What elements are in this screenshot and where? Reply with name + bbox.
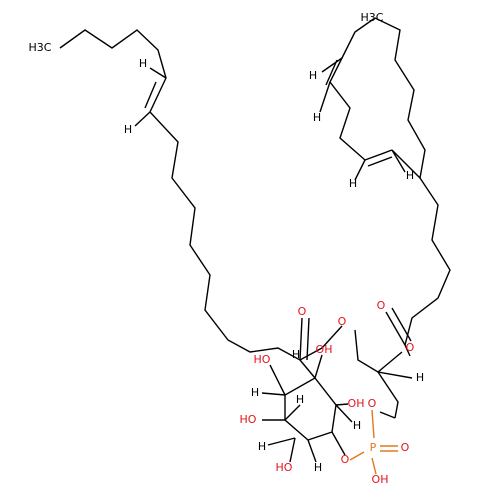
- ring-o-link: [331, 431, 346, 456]
- ring-h-2: [261, 392, 286, 396]
- right-double-bond-2: [367, 156, 393, 167]
- oh-ring-3: OH: [348, 397, 365, 410]
- ring-bonds: [284, 377, 337, 441]
- h-label-4: H: [313, 111, 321, 124]
- ho-ring-5: HO: [276, 461, 293, 474]
- right-upper-chain: [329, 17, 393, 161]
- ring-h-6: [307, 439, 317, 463]
- ring-h-1: [299, 359, 316, 379]
- h-glycerol: H: [416, 371, 424, 384]
- right-ester-bond: [404, 344, 411, 357]
- ring-h-3: [335, 404, 353, 423]
- ring-oh-2: [269, 364, 286, 396]
- right-carbonyl-bond: [385, 311, 406, 346]
- right-h-bond-3: [354, 159, 366, 181]
- o-ester-left: O: [338, 315, 347, 328]
- ho-ring-2: HO: [254, 353, 271, 366]
- ho-ring-4: HO: [240, 413, 257, 426]
- left-carbonyl-bond-2: [306, 317, 310, 361]
- inositol-ring: [261, 354, 353, 463]
- ring-oh-3: [335, 403, 349, 406]
- h-label-5: H: [349, 177, 357, 190]
- oh-phosphate: OH: [372, 473, 389, 486]
- glycerol-backbone: [354, 329, 413, 419]
- right-h-bond-4: [391, 149, 406, 173]
- p-label: P: [370, 441, 377, 454]
- left-acyl-chain: [59, 29, 343, 361]
- p-o-ester-upper: [371, 409, 375, 439]
- ring-oh-5: [289, 437, 296, 463]
- h-label-2: H: [124, 123, 132, 136]
- left-h-bond-2: [134, 111, 151, 127]
- ring-h-4: [284, 404, 301, 421]
- right-acyl-chain: [319, 17, 451, 357]
- oh-ring-1: OH: [316, 343, 333, 356]
- right-h-bond-1: [321, 57, 343, 73]
- h-ring-3: H: [353, 419, 361, 432]
- upper-o-link: [379, 411, 396, 419]
- glycerol-o-bond: [377, 351, 403, 373]
- left-double-bond: [144, 81, 157, 109]
- h-ring-2: H: [251, 386, 259, 399]
- p-oh: [371, 457, 377, 475]
- ch3-left-label: H3C: [29, 41, 52, 54]
- h-ring-5: H: [258, 440, 266, 453]
- ch3-right-label: H3C: [361, 11, 384, 24]
- right-h-bond-2: [319, 81, 331, 113]
- phosphate-group: [349, 409, 398, 475]
- h-ring-4: H: [296, 393, 304, 406]
- o-phosphate-ring: O: [341, 453, 350, 466]
- left-carbonyl-bond: [299, 317, 303, 361]
- h-label-3: H: [309, 69, 317, 82]
- atom-labels: H3C H3C H H H H H H O O O O H O P O O OH…: [29, 11, 425, 486]
- o-phosphate-upper: O: [368, 397, 377, 410]
- ring-oh-1: [314, 354, 323, 379]
- h-label-6: H: [406, 169, 414, 182]
- h-ring-1: H: [292, 348, 300, 361]
- left-h-bond-1: [149, 67, 167, 79]
- glycerol-h-bond: [377, 371, 413, 379]
- right-double-bond-1: [325, 59, 338, 86]
- o-phosphate-double: O: [401, 441, 410, 454]
- left-ester-bond: [321, 325, 343, 349]
- o-carbonyl-right: O: [377, 299, 386, 312]
- h-ring-6: H: [314, 461, 322, 474]
- o-carbonyl-left: O: [298, 305, 307, 318]
- ring-h-5: [267, 437, 296, 446]
- p-o-ring: [349, 451, 365, 461]
- h-label-1: H: [139, 57, 147, 70]
- left-chain-bonds: [59, 29, 323, 361]
- right-carbonyl-bond-2: [391, 307, 412, 342]
- o-ester-right: O: [406, 341, 415, 354]
- right-link: [391, 149, 421, 179]
